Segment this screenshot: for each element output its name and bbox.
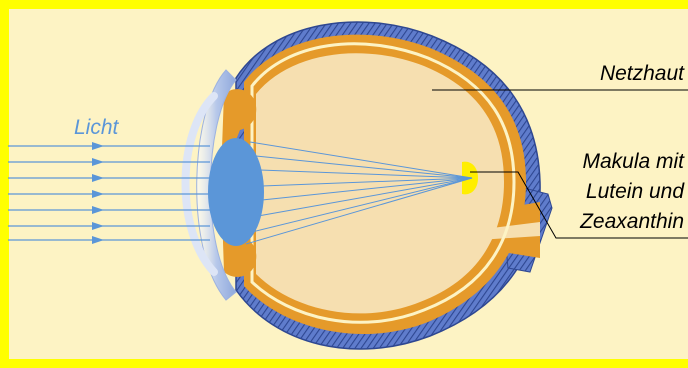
lens — [208, 138, 264, 246]
retina-label: Netzhaut — [600, 62, 685, 85]
macula-label-line2: Lutein und — [586, 180, 685, 203]
macula-label-line1: Makula mit — [582, 150, 685, 173]
macula-label-line3: Zeaxanthin — [579, 210, 684, 233]
light-label: Licht — [74, 116, 120, 139]
